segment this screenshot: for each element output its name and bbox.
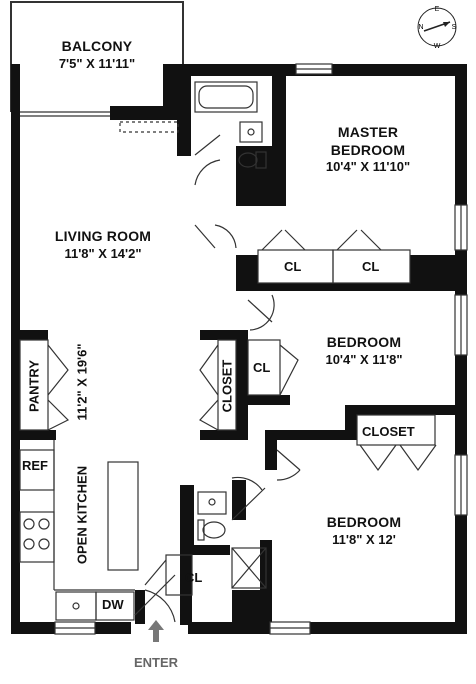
compass-w: N <box>418 24 423 31</box>
enter-label: ENTER <box>133 655 179 670</box>
room-master: MASTER BEDROOM 10'4" X 11'10" <box>326 124 410 175</box>
closet-vertical: CLOSET <box>219 359 235 413</box>
room-bedroom-2: BEDROOM 10'4" X 11'8" <box>325 334 402 368</box>
dw-label: DW <box>102 597 124 612</box>
bedroom3-dims: 11'8" X 12' <box>332 531 396 547</box>
compass-icon: E N S W <box>417 6 457 50</box>
ref-label: REF <box>22 458 48 473</box>
room-bedroom-3: BEDROOM 11'8" X 12' <box>327 514 402 548</box>
closet-large: CLOSET <box>362 424 415 439</box>
closet-cl-1: CL <box>284 259 302 274</box>
living-name: LIVING ROOM <box>54 228 152 244</box>
balcony-name: BALCONY <box>61 38 133 54</box>
kitchen-name: OPEN KITCHEN <box>74 465 90 565</box>
room-living: LIVING ROOM 11'8" X 14'2" <box>55 228 151 262</box>
balcony-dims: 7'5" X 11'11" <box>58 55 136 71</box>
kitchen-dims: 11'2" X 19'6" <box>74 343 90 421</box>
bedroom3-name: BEDROOM <box>326 514 402 530</box>
master-name2: BEDROOM <box>330 141 406 158</box>
compass-n: E <box>435 6 440 13</box>
enter-arrow-icon <box>148 620 164 642</box>
pantry-label: PANTRY <box>26 360 42 412</box>
walls <box>11 64 467 634</box>
thin-lines <box>19 63 468 635</box>
room-balcony: BALCONY 7'5" X 11'11" <box>59 38 135 72</box>
closet-cl-2: CL <box>362 259 380 274</box>
compass-e: S <box>452 24 457 31</box>
master-name: MASTER <box>337 124 399 140</box>
compass-s: W <box>434 43 441 50</box>
bedroom2-dims: 10'4" X 11'8" <box>325 351 403 367</box>
closet-cl-4: CL <box>185 570 203 585</box>
bedroom2-name: BEDROOM <box>326 334 402 350</box>
closet-cl-3: CL <box>253 360 271 375</box>
master-dims: 10'4" X 11'10" <box>325 159 411 174</box>
living-dims: 11'8" X 14'2" <box>64 245 142 261</box>
